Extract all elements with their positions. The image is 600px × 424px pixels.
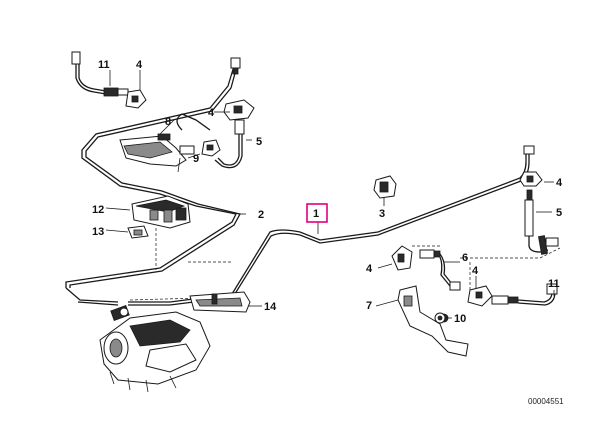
brake-hose-rear-right[interactable] bbox=[523, 145, 559, 255]
highlight-box bbox=[306, 203, 328, 223]
clip-front-right[interactable] bbox=[201, 139, 221, 157]
rubber-mount[interactable] bbox=[373, 175, 397, 199]
engine-master-cylinder bbox=[99, 305, 211, 393]
callout-9[interactable]: 9 bbox=[193, 153, 199, 165]
callout-13[interactable]: 13 bbox=[92, 226, 104, 238]
clip-rear-left-lower[interactable] bbox=[467, 285, 493, 307]
callout-4-center[interactable]: 4 bbox=[208, 107, 215, 119]
clip-rear-left-mid[interactable] bbox=[391, 245, 413, 271]
callout-8[interactable]: 8 bbox=[165, 116, 171, 128]
callout-7[interactable]: 7 bbox=[366, 300, 372, 312]
catalog-number: 00004551 bbox=[528, 397, 564, 406]
brake-pipe-rear-main[interactable] bbox=[128, 152, 530, 306]
brake-hose-front-right[interactable] bbox=[176, 113, 245, 169]
clip-rear-right-upper[interactable] bbox=[519, 171, 543, 187]
callout-14[interactable]: 14 bbox=[264, 301, 277, 313]
callout-4-rear-lower[interactable]: 4 bbox=[472, 265, 479, 277]
callout-12[interactable]: 12 bbox=[92, 204, 104, 216]
grommet[interactable] bbox=[127, 225, 149, 239]
callout-2[interactable]: 2 bbox=[258, 209, 264, 221]
callout-11-front-left[interactable]: 11 bbox=[98, 59, 110, 71]
bolt[interactable] bbox=[434, 312, 446, 324]
leader-lines bbox=[105, 70, 555, 319]
fitting-upper-pipe-end[interactable] bbox=[230, 57, 241, 75]
callout-5-front[interactable]: 5 bbox=[256, 136, 262, 148]
callout-3[interactable]: 3 bbox=[379, 208, 385, 220]
brake-pipe-upper-loop[interactable] bbox=[65, 65, 241, 306]
brake-hose-rear-left[interactable] bbox=[419, 249, 461, 291]
callout-5-rear[interactable]: 5 bbox=[556, 207, 562, 219]
clip-center-top[interactable] bbox=[223, 99, 255, 121]
callout-6[interactable]: 6 bbox=[462, 252, 468, 264]
brake-hose-front-left[interactable] bbox=[71, 51, 129, 97]
hydraulic-control-unit[interactable] bbox=[131, 195, 191, 229]
callout-4-front-left[interactable]: 4 bbox=[136, 59, 143, 71]
mounting-bracket[interactable] bbox=[189, 291, 251, 313]
pressure-valve-bracket[interactable] bbox=[119, 133, 195, 173]
reference-lines bbox=[129, 228, 561, 301]
callout-10[interactable]: 10 bbox=[454, 313, 466, 325]
callout-4-rear-right[interactable]: 4 bbox=[556, 177, 563, 189]
callout-1[interactable]: 1 bbox=[313, 208, 319, 220]
clip-front-left[interactable] bbox=[125, 89, 147, 109]
callout-11-rear-right[interactable]: 11 bbox=[548, 278, 560, 290]
callout-4-rear-mid[interactable]: 4 bbox=[366, 263, 373, 275]
callout-1-highlight[interactable]: 1 bbox=[306, 203, 328, 223]
brake-hose-rear-right-lower[interactable] bbox=[491, 283, 558, 306]
